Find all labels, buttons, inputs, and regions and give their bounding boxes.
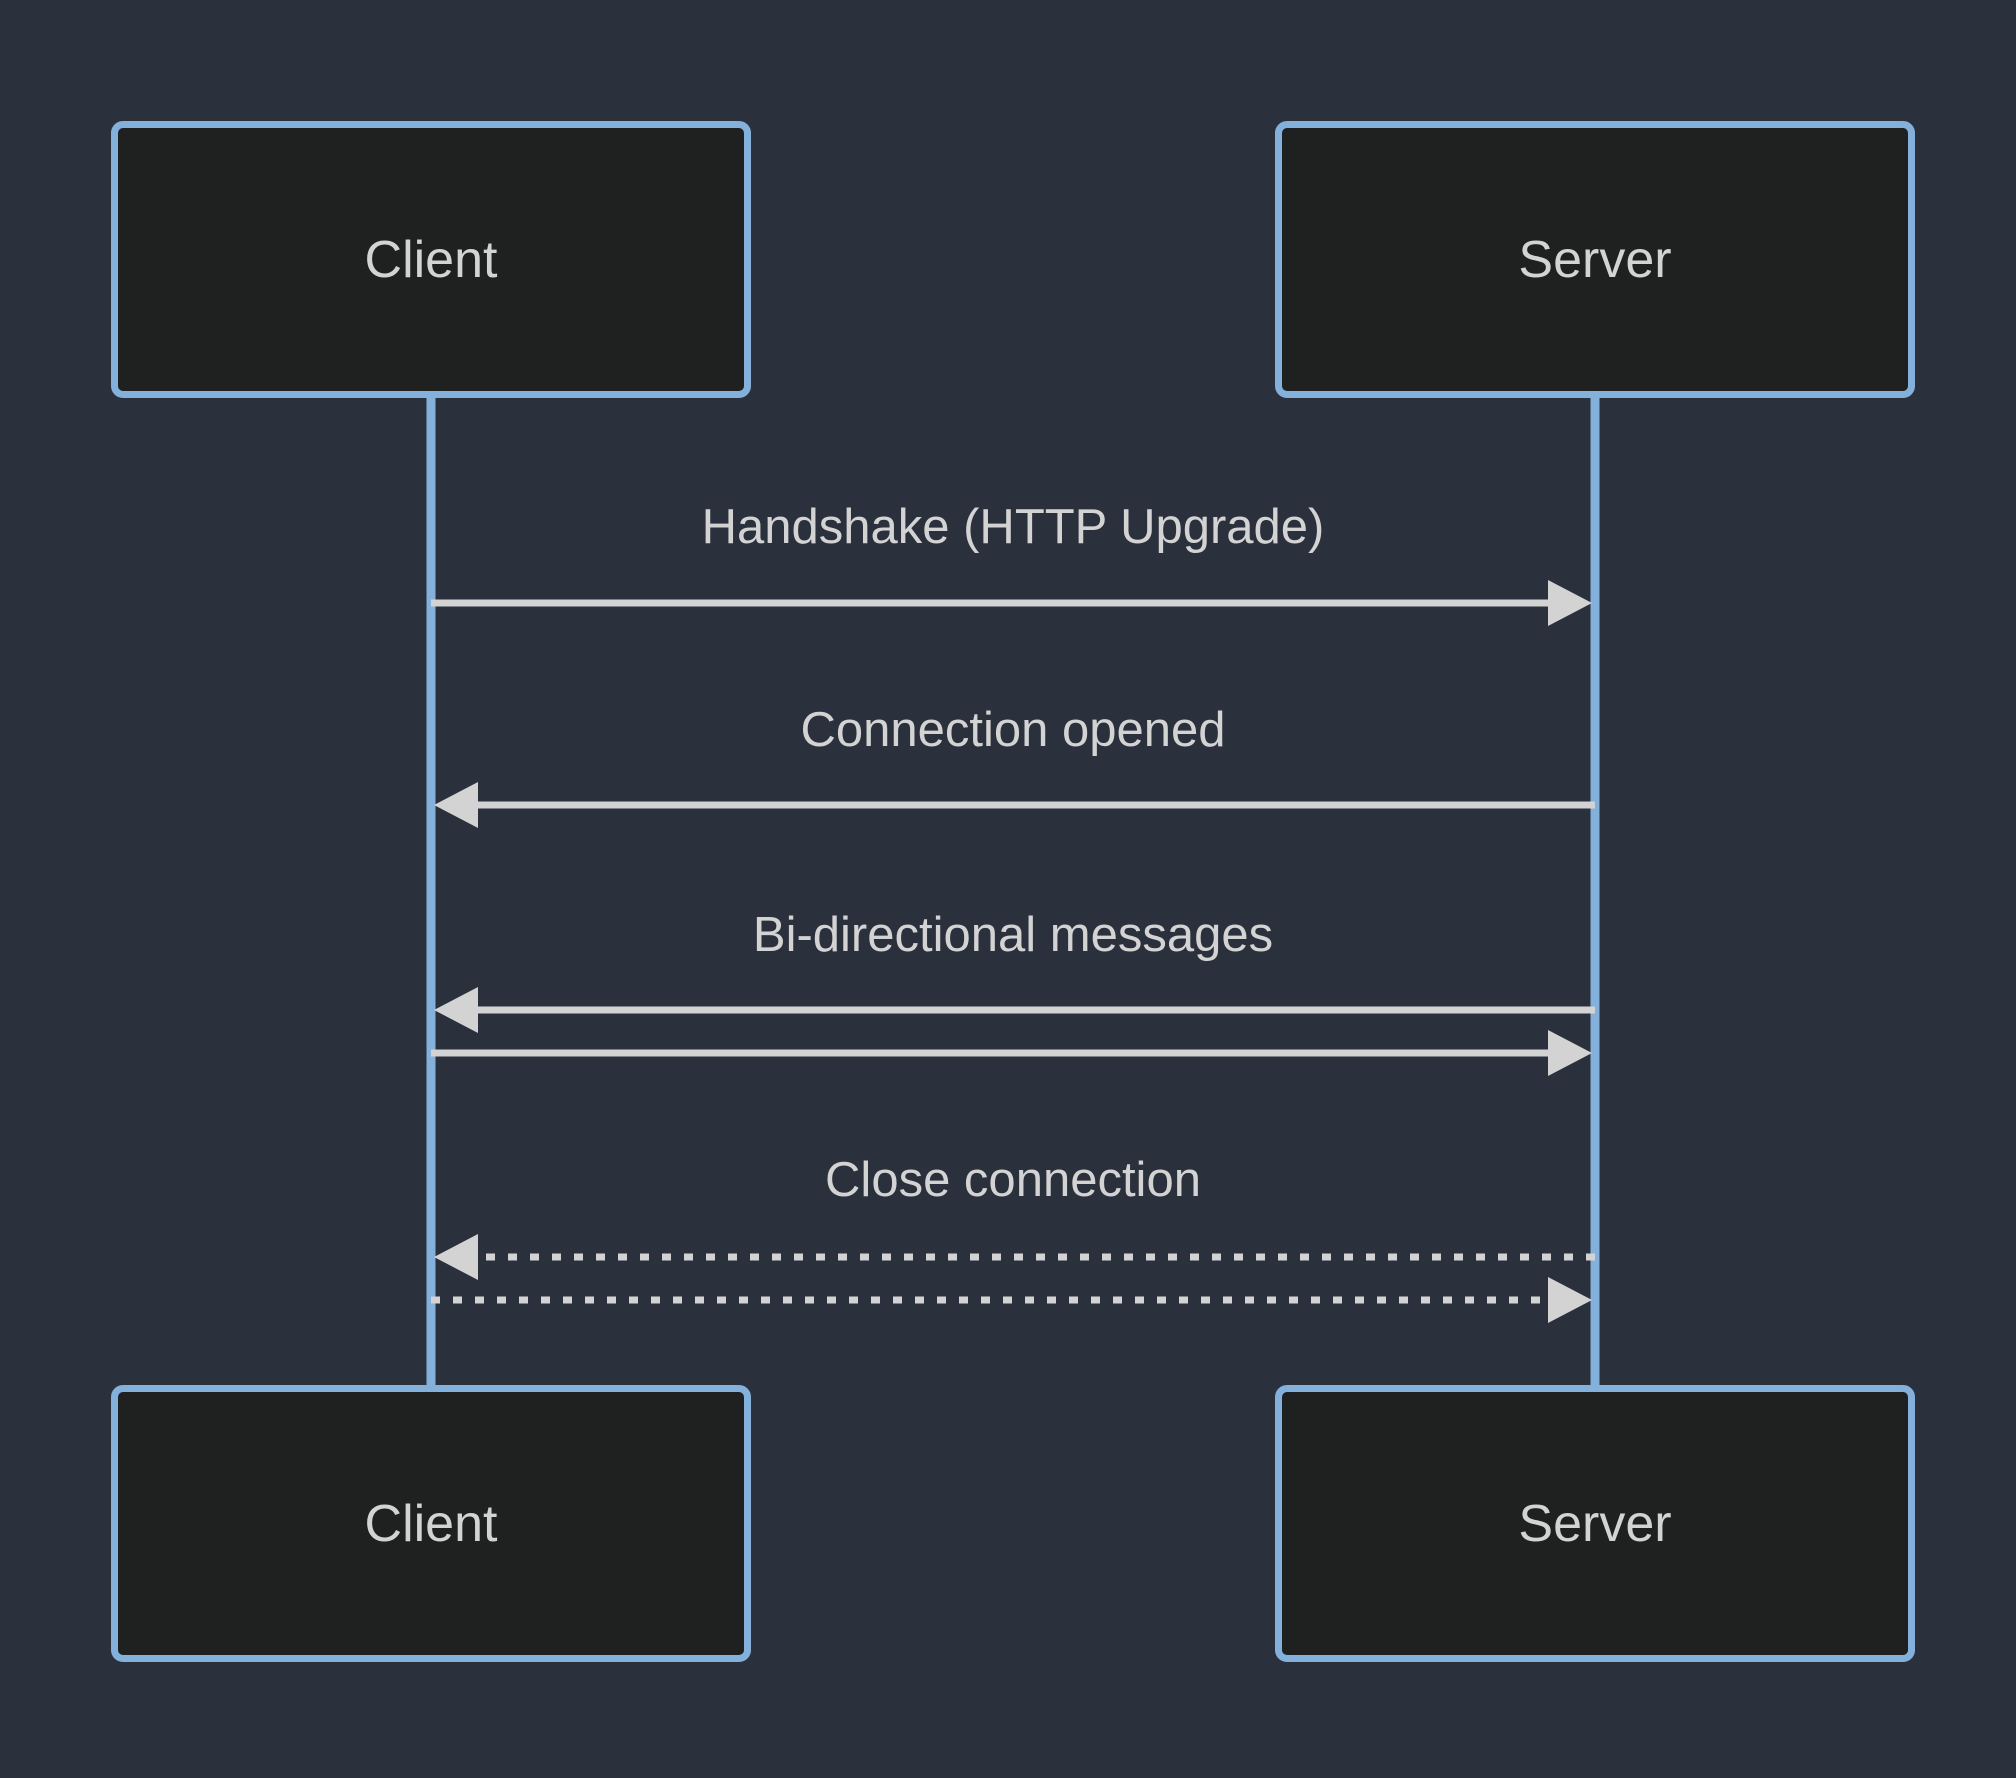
message-label-bidirectional: Bi-directional messages [752, 908, 1274, 962]
bidirectional-arrowhead-left-icon [434, 987, 478, 1033]
message-label-handshake: Handshake (HTTP Upgrade) [701, 500, 1325, 554]
actor-label-server-top: Server [1518, 230, 1672, 289]
actor-label-client-top: Client [364, 230, 498, 289]
actor-label-client-bottom: Client [364, 1494, 498, 1553]
actor-box-server-bottom: Server [1275, 1385, 1915, 1662]
close-connection-arrowhead-left-icon [434, 1234, 478, 1280]
handshake-arrowhead-right-icon [1548, 580, 1592, 626]
actor-box-client-bottom: Client [111, 1385, 751, 1662]
close-connection-arrowhead-right-icon [1548, 1277, 1592, 1323]
bidirectional-arrowhead-right-icon [1548, 1030, 1592, 1076]
actor-box-server-top: Server [1275, 121, 1915, 398]
actor-label-server-bottom: Server [1518, 1494, 1672, 1553]
message-label-close-connection: Close connection [825, 1153, 1201, 1207]
actor-box-client-top: Client [111, 121, 751, 398]
connection-opened-arrowhead-left-icon [434, 782, 478, 828]
message-label-connection-opened: Connection opened [800, 703, 1226, 757]
